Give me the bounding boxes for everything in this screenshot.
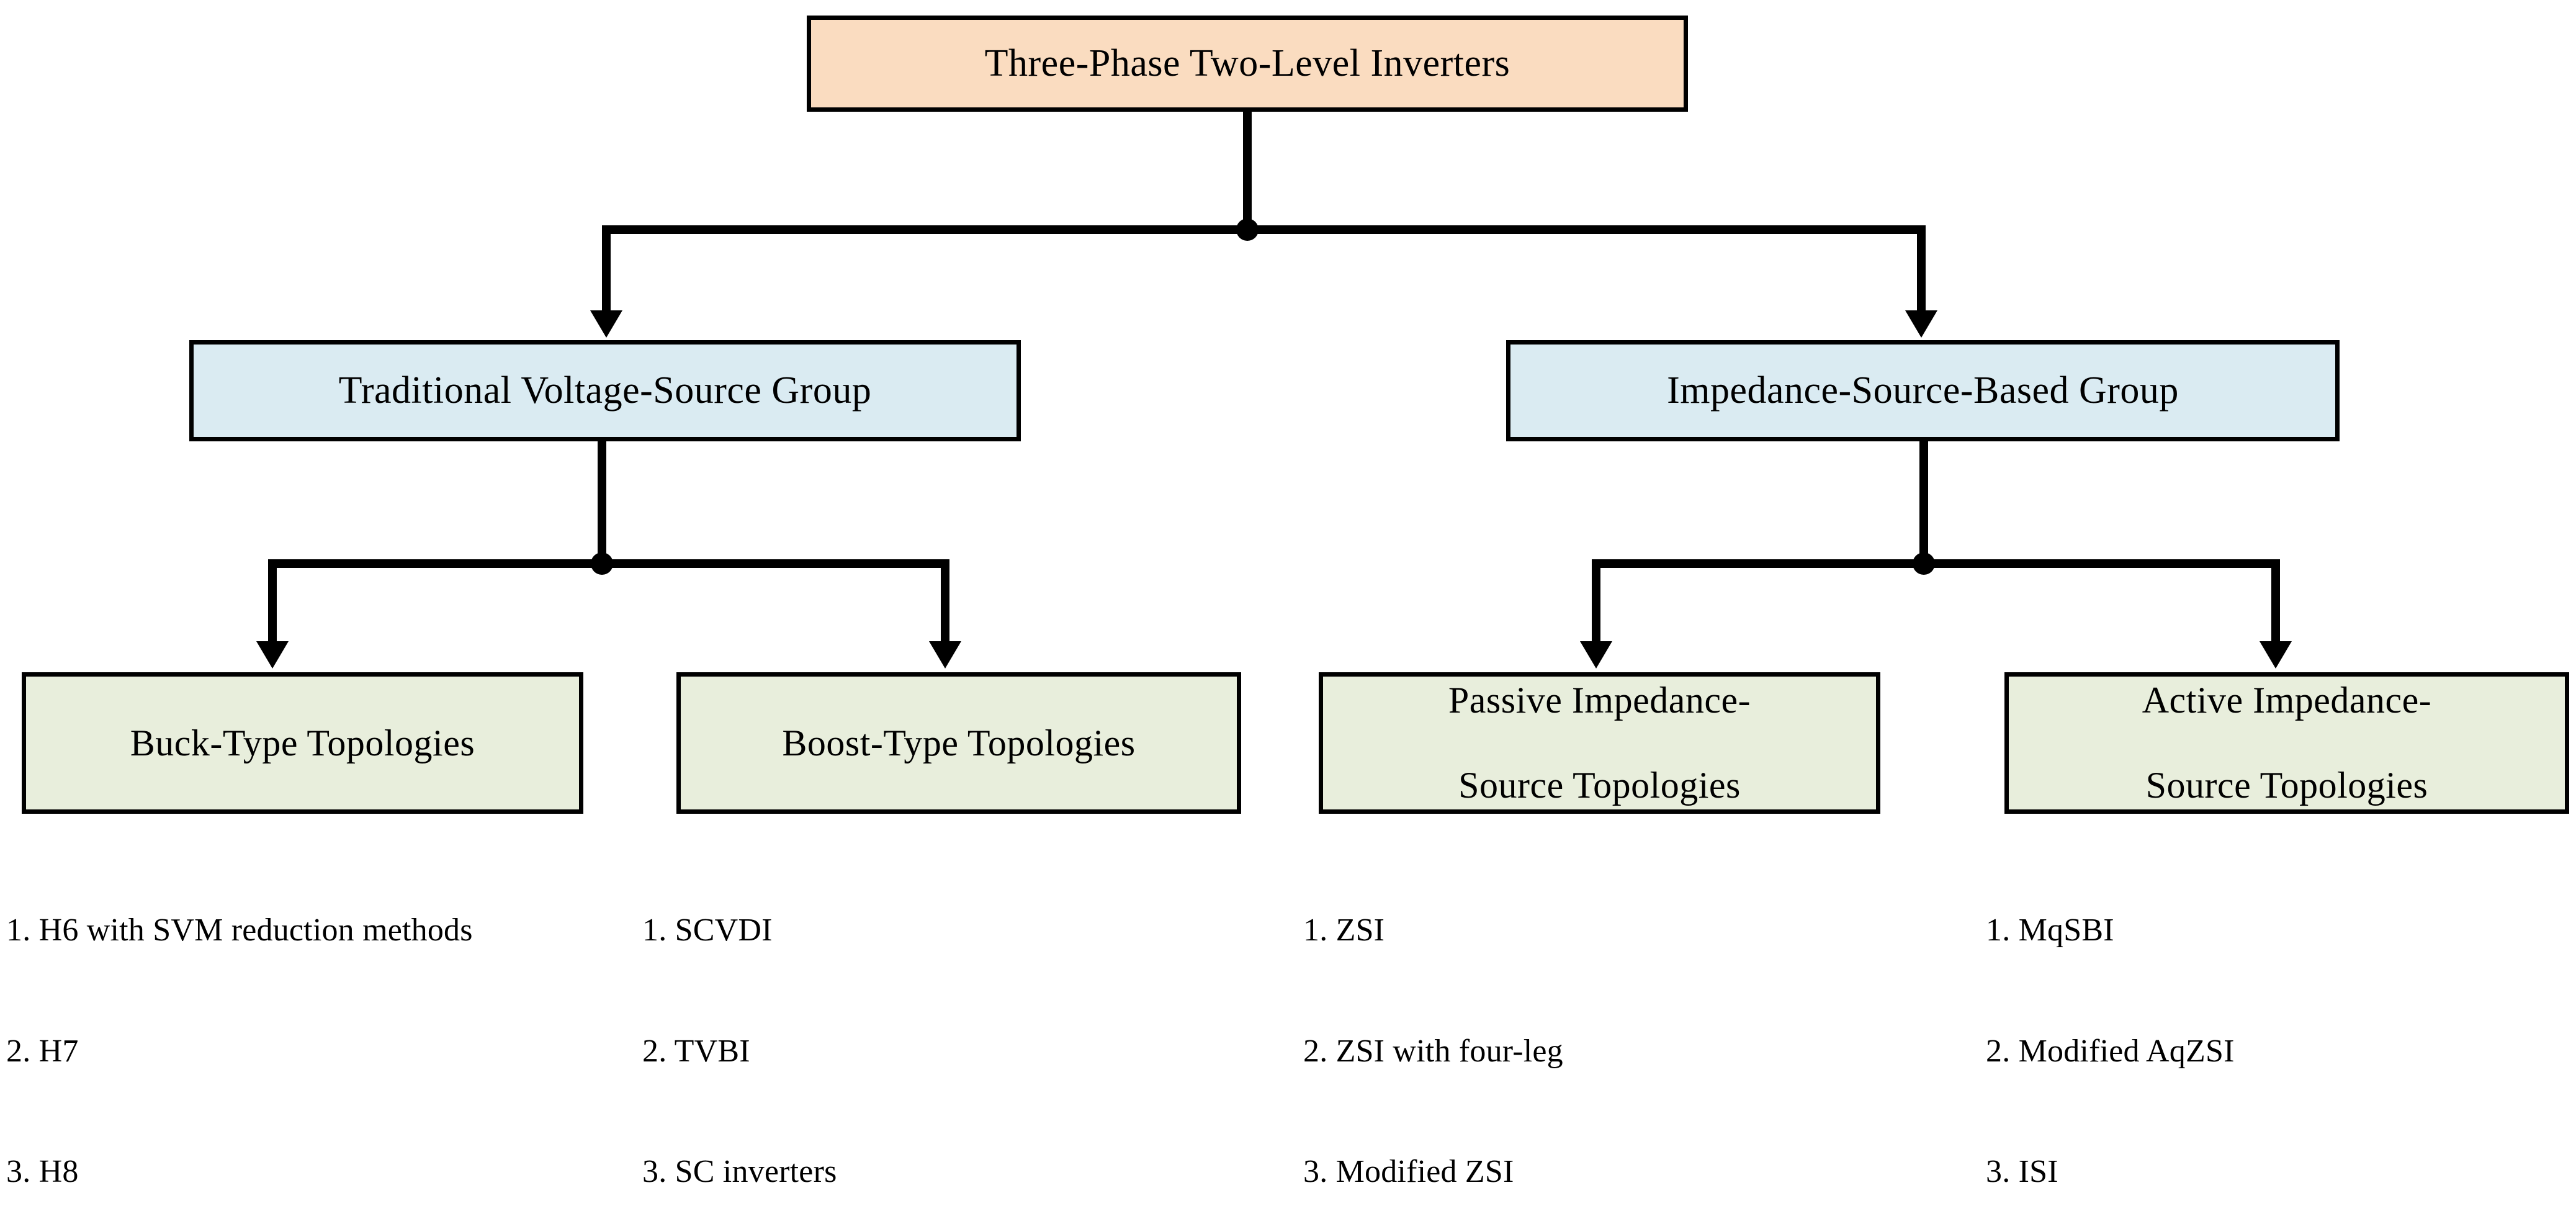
edge-right-group-to-active — [2271, 559, 2280, 643]
label-line-1: Buck-Type Topologies — [130, 722, 475, 763]
list-passive-impedance-source-topologies: 1. ZSI 2. ZSI with four-leg 3. Modified … — [1303, 831, 1899, 1216]
edge-left-group-to-boost — [941, 559, 949, 643]
node-category-boost-type-topologies-label: Boost-Type Topologies — [681, 722, 1237, 764]
list-item: 1. ZSI — [1303, 912, 1385, 948]
node-category-passive-impedance-source-topologies-label: Passive Impedance- Source Topologies — [1323, 679, 1876, 806]
node-category-buck-type-topologies-label: Buck-Type Topologies — [26, 722, 579, 764]
label-line-1: Boost-Type Topologies — [782, 722, 1136, 763]
arrowhead-passive-impedance — [1580, 641, 1612, 669]
edge-root-to-group-left — [602, 225, 611, 312]
list-item: 3. Modified ZSI — [1303, 1153, 1514, 1189]
list-item: 3. ISI — [1986, 1153, 2058, 1189]
list-item: 3. SC inverters — [642, 1153, 837, 1189]
label-line-2: Source Topologies — [1458, 765, 1741, 806]
node-category-active-impedance-source-topologies[interactable]: Active Impedance- Source Topologies — [2004, 672, 2569, 814]
node-group-impedance-source-based[interactable]: Impedance-Source-Based Group — [1506, 340, 2340, 441]
edge-right-group-bus — [1592, 559, 2280, 568]
list-item: 2. TVBI — [642, 1033, 750, 1069]
arrowhead-active-impedance — [2260, 641, 2292, 669]
label-line-2: Source Topologies — [2145, 765, 2428, 806]
edge-left-group-bus — [268, 559, 949, 568]
edge-root-bus — [602, 225, 1926, 234]
node-category-boost-type-topologies[interactable]: Boost-Type Topologies — [676, 672, 1241, 814]
list-active-impedance-source-topologies: 1. MqSBI 2. Modified AqZSI 3. ISI 4. Com… — [1986, 831, 2575, 1216]
arrowhead-buck-type — [256, 641, 289, 669]
node-group-traditional-voltage-source-label: Traditional Voltage-Source Group — [338, 369, 872, 412]
list-item: 1. H6 with SVM reduction methods — [6, 912, 473, 948]
node-group-traditional-voltage-source[interactable]: Traditional Voltage-Source Group — [189, 340, 1021, 441]
list-item: 1. SCVDI — [642, 912, 773, 948]
edge-root-to-group-right — [1917, 225, 1926, 312]
arrowhead-group-left — [590, 310, 622, 338]
list-item: 2. ZSI with four-leg — [1303, 1033, 1563, 1069]
node-category-buck-type-topologies[interactable]: Buck-Type Topologies — [22, 672, 583, 814]
arrowhead-group-right — [1905, 310, 1937, 338]
list-item: 3. H8 — [6, 1153, 79, 1189]
node-category-passive-impedance-source-topologies[interactable]: Passive Impedance- Source Topologies — [1319, 672, 1880, 814]
node-category-active-impedance-source-topologies-label: Active Impedance- Source Topologies — [2009, 679, 2565, 806]
list-buck-type-topologies: 1. H6 with SVM reduction methods 2. H7 3… — [6, 831, 565, 1216]
list-boost-type-topologies: 1. SCVDI 2. TVBI 3. SC inverters 4. Boos… — [642, 831, 1263, 1216]
edge-right-group-to-passive — [1592, 559, 1600, 643]
node-group-impedance-source-based-label: Impedance-Source-Based Group — [1667, 369, 2179, 412]
node-root-three-phase-two-level-inverters[interactable]: Three-Phase Two-Level Inverters — [807, 16, 1688, 112]
edge-root-stem — [1243, 112, 1252, 233]
arrowhead-boost-type — [929, 641, 961, 669]
edge-left-group-stem — [598, 441, 606, 565]
list-item: 2. Modified AqZSI — [1986, 1033, 2235, 1069]
label-line-1: Passive Impedance- — [1448, 680, 1751, 721]
list-item: 2. H7 — [6, 1033, 79, 1069]
edge-left-group-to-buck — [268, 559, 277, 643]
node-root-label: Three-Phase Two-Level Inverters — [984, 42, 1510, 85]
edge-right-group-stem — [1919, 441, 1928, 565]
list-item: 1. MqSBI — [1986, 912, 2114, 948]
label-line-1: Active Impedance- — [2142, 680, 2432, 721]
